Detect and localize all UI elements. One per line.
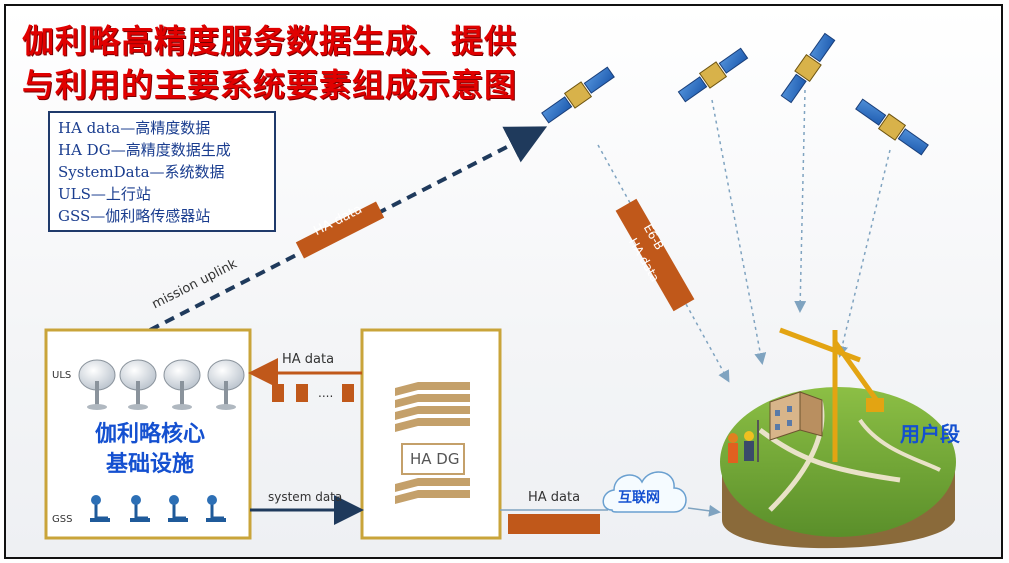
legend-item-ha-data: HA data—高精度数据 [58, 119, 211, 137]
ha-data-return-label: HA data [282, 352, 335, 367]
gss-antenna-icon [206, 495, 226, 522]
building-icon [769, 391, 823, 441]
legend-item-ha-dg: HA DG—高精度数据生成 [58, 141, 231, 159]
title-line-2: 与利用的主要系统要素组成示意图 [22, 66, 518, 104]
ha-data-dots: .... [318, 386, 334, 400]
title-line-1: 伽利略高精度服务数据生成、提供 [22, 22, 518, 60]
ha-dg-label: HA DG [410, 450, 460, 468]
uls-label: ULS [52, 370, 72, 381]
ha-data-packet-1 [272, 384, 284, 402]
legend-item-gss: GSS—伽利略传感器站 [58, 207, 211, 225]
legend-item-uls: ULS—上行站 [58, 185, 151, 203]
internet-label: 互联网 [618, 490, 660, 506]
legend-item-system-data: SystemData—系统数据 [58, 163, 225, 181]
uls-dish-icon [78, 359, 116, 410]
legend-box: HA data—高精度数据 HA DG—高精度数据生成 SystemData—系… [48, 111, 276, 232]
satellite-3-icon [780, 32, 836, 104]
internet-to-user-arrow [687, 504, 721, 517]
uls-dish-icon [119, 359, 157, 410]
e6b-segment [615, 198, 695, 312]
ha-data-packet-2 [296, 384, 308, 402]
cloud-icon [602, 471, 687, 513]
satellite-4-icon [855, 98, 929, 156]
ha-dg-label-box [401, 443, 465, 475]
uls-dish-icon [207, 359, 245, 410]
core-infrastructure-label-line-1: 伽利略核心 [94, 422, 205, 447]
satellite-1-icon [541, 66, 615, 124]
ha-data-internet-label: HA data [528, 490, 581, 505]
ha-dg-box [360, 328, 502, 540]
crane-icon [779, 327, 884, 462]
gss-antenna-icon [130, 495, 150, 522]
surveyor-icon [728, 420, 759, 463]
core-infrastructure-label-line-2: 基础设施 [105, 452, 194, 477]
uls-dish-icon [163, 359, 201, 410]
gss-antenna-icon [90, 495, 110, 522]
user-segment-label: 用户段 [900, 422, 960, 446]
ha-data-internet-segment [508, 514, 600, 534]
ha-dg-stack-icon [395, 382, 470, 504]
ha-data-packet-3 [342, 384, 354, 402]
gss-antenna-icon [168, 495, 188, 522]
satellite-2-icon [677, 47, 749, 103]
gss-label: GSS [52, 514, 73, 525]
system-data-label: system data [268, 490, 343, 504]
user-ground-icon [720, 387, 956, 549]
downlink-line-3 [794, 89, 807, 313]
downlink-line-2 [711, 99, 767, 365]
downlink-line-4 [836, 149, 891, 358]
ha-data-uplink-segment [295, 201, 385, 259]
mission-uplink-arrow [149, 126, 548, 332]
